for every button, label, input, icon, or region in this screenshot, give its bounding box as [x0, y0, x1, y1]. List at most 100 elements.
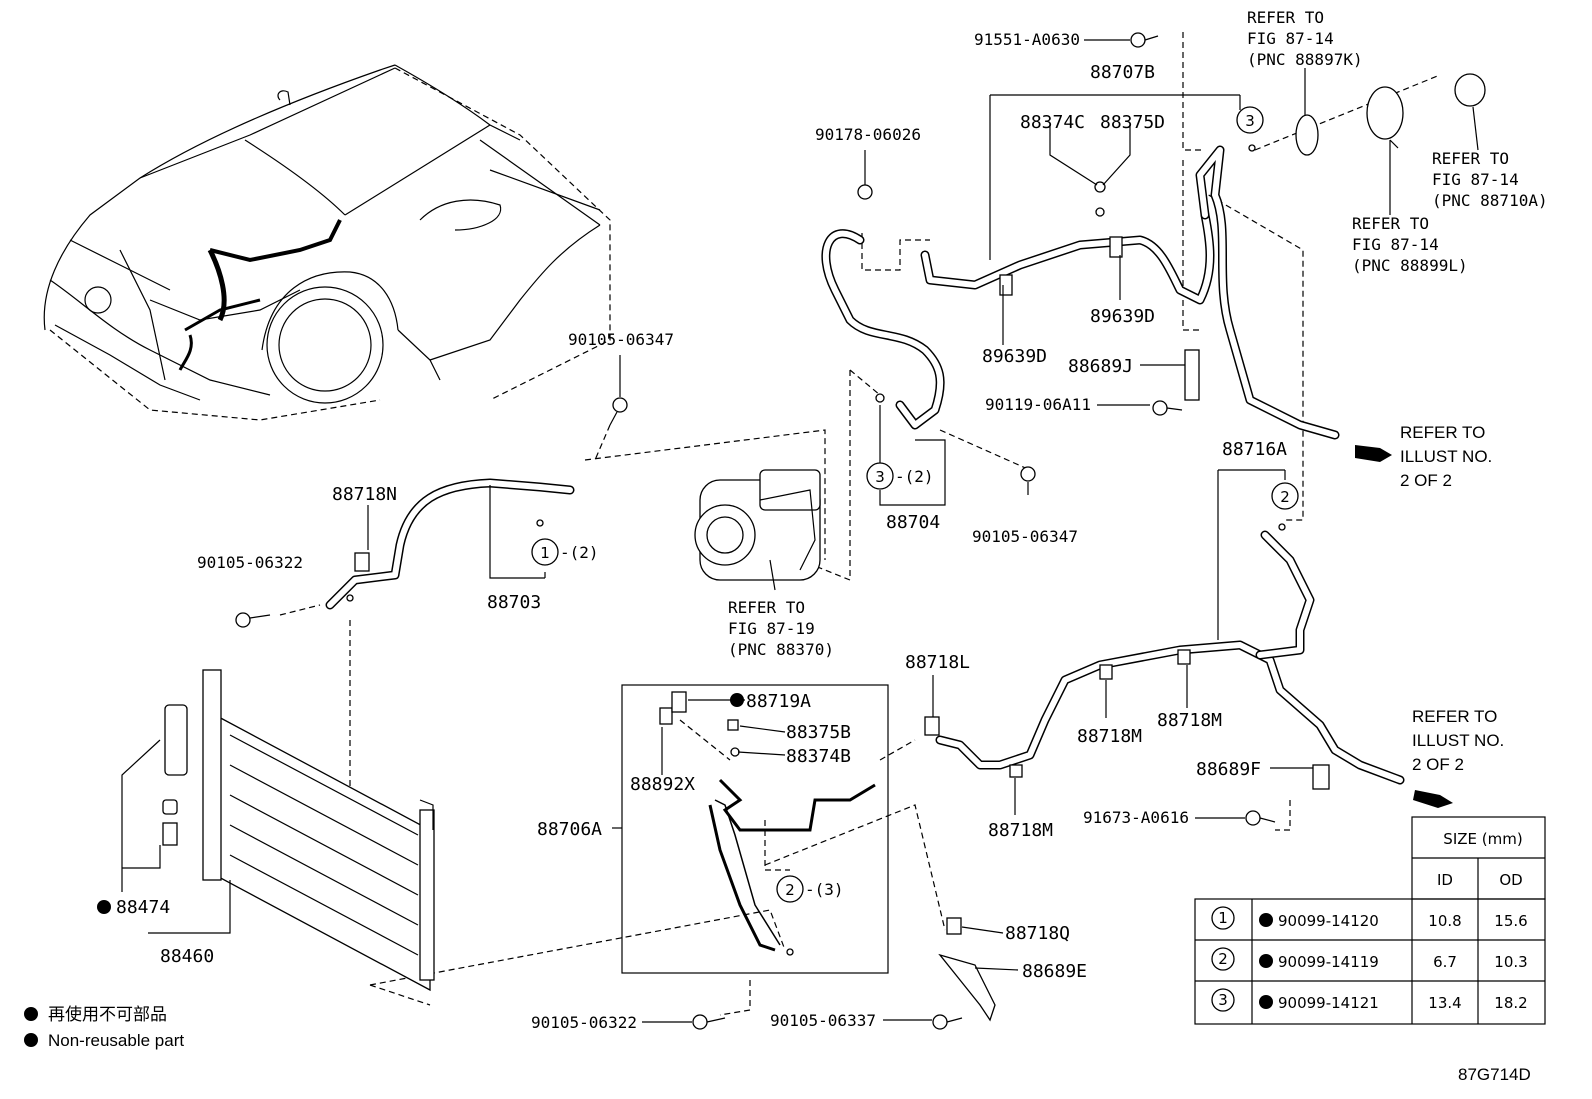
ref-illust-top-l2: ILLUST NO. [1400, 447, 1492, 466]
non-reusable-dot [97, 900, 111, 914]
ref-88370-l3: (PNC 88370) [728, 640, 834, 659]
circle-mark-3a: 3 [875, 468, 885, 486]
ref-illust-bottom-l2: ILLUST NO. [1412, 731, 1504, 750]
label-91673: 91673-A0616 [1083, 808, 1189, 827]
non-reusable-dot [730, 693, 744, 707]
ref-88710A-l1: REFER TO [1432, 149, 1509, 168]
ref-88710A-l2: FIG 87-14 [1432, 170, 1519, 189]
part-labels: 91551-A0630 88707B 88374C 88375D 90178-0… [116, 30, 1287, 1032]
ref-88899L-l2: FIG 87-14 [1352, 235, 1439, 254]
ref-88897K-l3: (PNC 88897K) [1247, 50, 1363, 69]
qty-label-3: -(2) [895, 467, 934, 486]
label-90119: 90119-06A11 [985, 395, 1091, 414]
row-id: 10.8 [1428, 912, 1461, 930]
clamps [346, 144, 1330, 1022]
circle-mark-2a: 2 [1280, 488, 1290, 506]
label-88689J: 88689J [1068, 356, 1133, 377]
group-88706A-frame [621, 684, 889, 974]
label-89639D-b: 89639D [1090, 306, 1155, 327]
label-88718M-a: 88718M [1077, 726, 1142, 747]
circle-mark-1: 1 [540, 544, 550, 562]
size-table: SIZE (mm) ID OD 1 90099-14120 10.8 15.6 … [1194, 816, 1546, 1025]
label-88374C: 88374C [1020, 112, 1085, 133]
leader-lines [121, 39, 1479, 1023]
label-88706A: 88706A [537, 819, 602, 840]
ref-illust-top-l3: 2 OF 2 [1400, 471, 1452, 490]
label-88374B: 88374B [786, 746, 851, 767]
condenser [202, 669, 435, 992]
label-88718Q: 88718Q [1005, 923, 1070, 944]
ref-88899L-l1: REFER TO [1352, 214, 1429, 233]
label-90105-06322-b: 90105-06322 [531, 1013, 637, 1032]
table-row: 2 90099-14119 6.7 10.3 [1211, 947, 1528, 971]
label-88718N: 88718N [332, 484, 397, 505]
row-od: 15.6 [1494, 912, 1527, 930]
arrow-right-icon [1355, 445, 1392, 462]
ref-illust-bottom-l3: 2 OF 2 [1412, 755, 1464, 774]
label-88716A: 88716A [1222, 439, 1287, 460]
row-id: 6.7 [1433, 953, 1457, 971]
ref-88370-l2: FIG 87-19 [728, 619, 815, 638]
ref-88897K-l2: FIG 87-14 [1247, 29, 1334, 48]
table-row: 1 90099-14120 10.8 15.6 [1211, 906, 1528, 930]
row-part: 90099-14120 [1278, 912, 1379, 930]
label-88718M-b: 88718M [1157, 710, 1222, 731]
pipes [325, 145, 1405, 952]
label-90178: 90178-06026 [815, 125, 921, 144]
label-90105-06337: 90105-06337 [770, 1011, 876, 1030]
table-row: 3 90099-14121 13.4 18.2 [1211, 988, 1528, 1012]
refer-notes: REFER TO FIG 87-14 (PNC 88897K) REFER TO… [728, 8, 1548, 774]
ref-88370-l1: REFER TO [728, 598, 805, 617]
label-90105-06347-a: 90105-06347 [568, 330, 674, 349]
label-91551: 91551-A0630 [974, 30, 1080, 49]
label-90105-06347-b: 90105-06347 [972, 527, 1078, 546]
table-header-size: SIZE (mm) [1443, 830, 1522, 848]
parts-shapes [162, 32, 1486, 1030]
row-id: 13.4 [1428, 994, 1461, 1012]
row-od: 18.2 [1494, 994, 1527, 1012]
row-mark: 3 [1218, 991, 1228, 1009]
label-88474: 88474 [116, 897, 170, 918]
row-od: 10.3 [1494, 953, 1527, 971]
arrow-right-icon [1413, 790, 1453, 808]
desiccant-bag [164, 704, 188, 776]
label-88375D: 88375D [1100, 112, 1165, 133]
label-88703: 88703 [487, 592, 541, 613]
table-header-id: ID [1437, 871, 1453, 889]
label-88460: 88460 [160, 946, 214, 967]
row-mark: 1 [1218, 909, 1228, 927]
row-part: 90099-14119 [1278, 953, 1379, 971]
label-88689E: 88689E [1022, 961, 1087, 982]
connector-88710A [1454, 73, 1486, 107]
car-illustration [43, 64, 611, 421]
label-88719A: 88719A [746, 691, 811, 712]
figure-code: 87G714D [1458, 1065, 1531, 1084]
table-header-od: OD [1499, 871, 1522, 889]
label-88689F: 88689F [1196, 759, 1261, 780]
label-88892X: 88892X [630, 774, 695, 795]
qty-label-2: -(3) [805, 880, 844, 899]
cap [162, 799, 178, 815]
label-90105-06322-a: 90105-06322 [197, 553, 303, 572]
label-88718L: 88718L [905, 652, 970, 673]
row-part: 90099-14121 [1278, 994, 1379, 1012]
connection-lines [279, 32, 1441, 1016]
gasket-88897K [1295, 114, 1319, 156]
circle-mark-2b: 2 [785, 881, 795, 899]
label-88718M-c: 88718M [988, 820, 1053, 841]
ref-illust-bottom-l1: REFER TO [1412, 707, 1497, 726]
ref-88899L-l3: (PNC 88899L) [1352, 256, 1468, 275]
plug [162, 822, 178, 846]
legend-english: Non-reusable part [48, 1031, 184, 1050]
circle-mark-3b: 3 [1245, 112, 1255, 130]
bolts [235, 32, 1276, 1030]
row-mark: 2 [1218, 950, 1228, 968]
legend: 再使用不可部品 Non-reusable part [24, 1004, 184, 1050]
label-89639D-a: 89639D [982, 346, 1047, 367]
label-88704: 88704 [886, 512, 940, 533]
ref-88710A-l3: (PNC 88710A) [1432, 191, 1548, 210]
circle-marks: 1 -(2) 3 -(2) 3 2 2 -(3) [531, 106, 1299, 903]
label-88375B: 88375B [786, 722, 851, 743]
legend-japanese: 再使用不可部品 [48, 1004, 167, 1024]
